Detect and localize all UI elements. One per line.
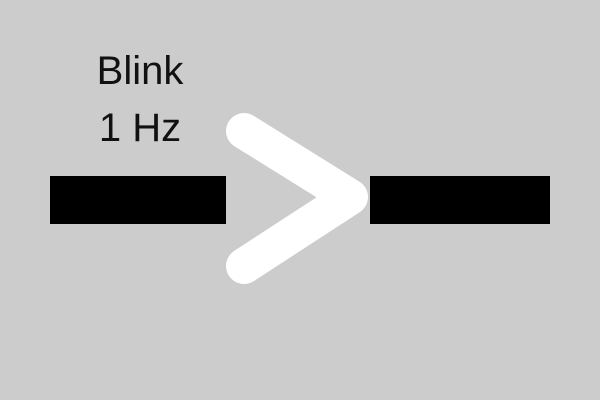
chevron-right-icon bbox=[226, 113, 368, 284]
left-black-bar bbox=[50, 176, 226, 224]
blink-label: Blink bbox=[96, 49, 184, 93]
frequency-label: 1 Hz bbox=[98, 106, 182, 150]
right-black-bar bbox=[370, 176, 550, 224]
